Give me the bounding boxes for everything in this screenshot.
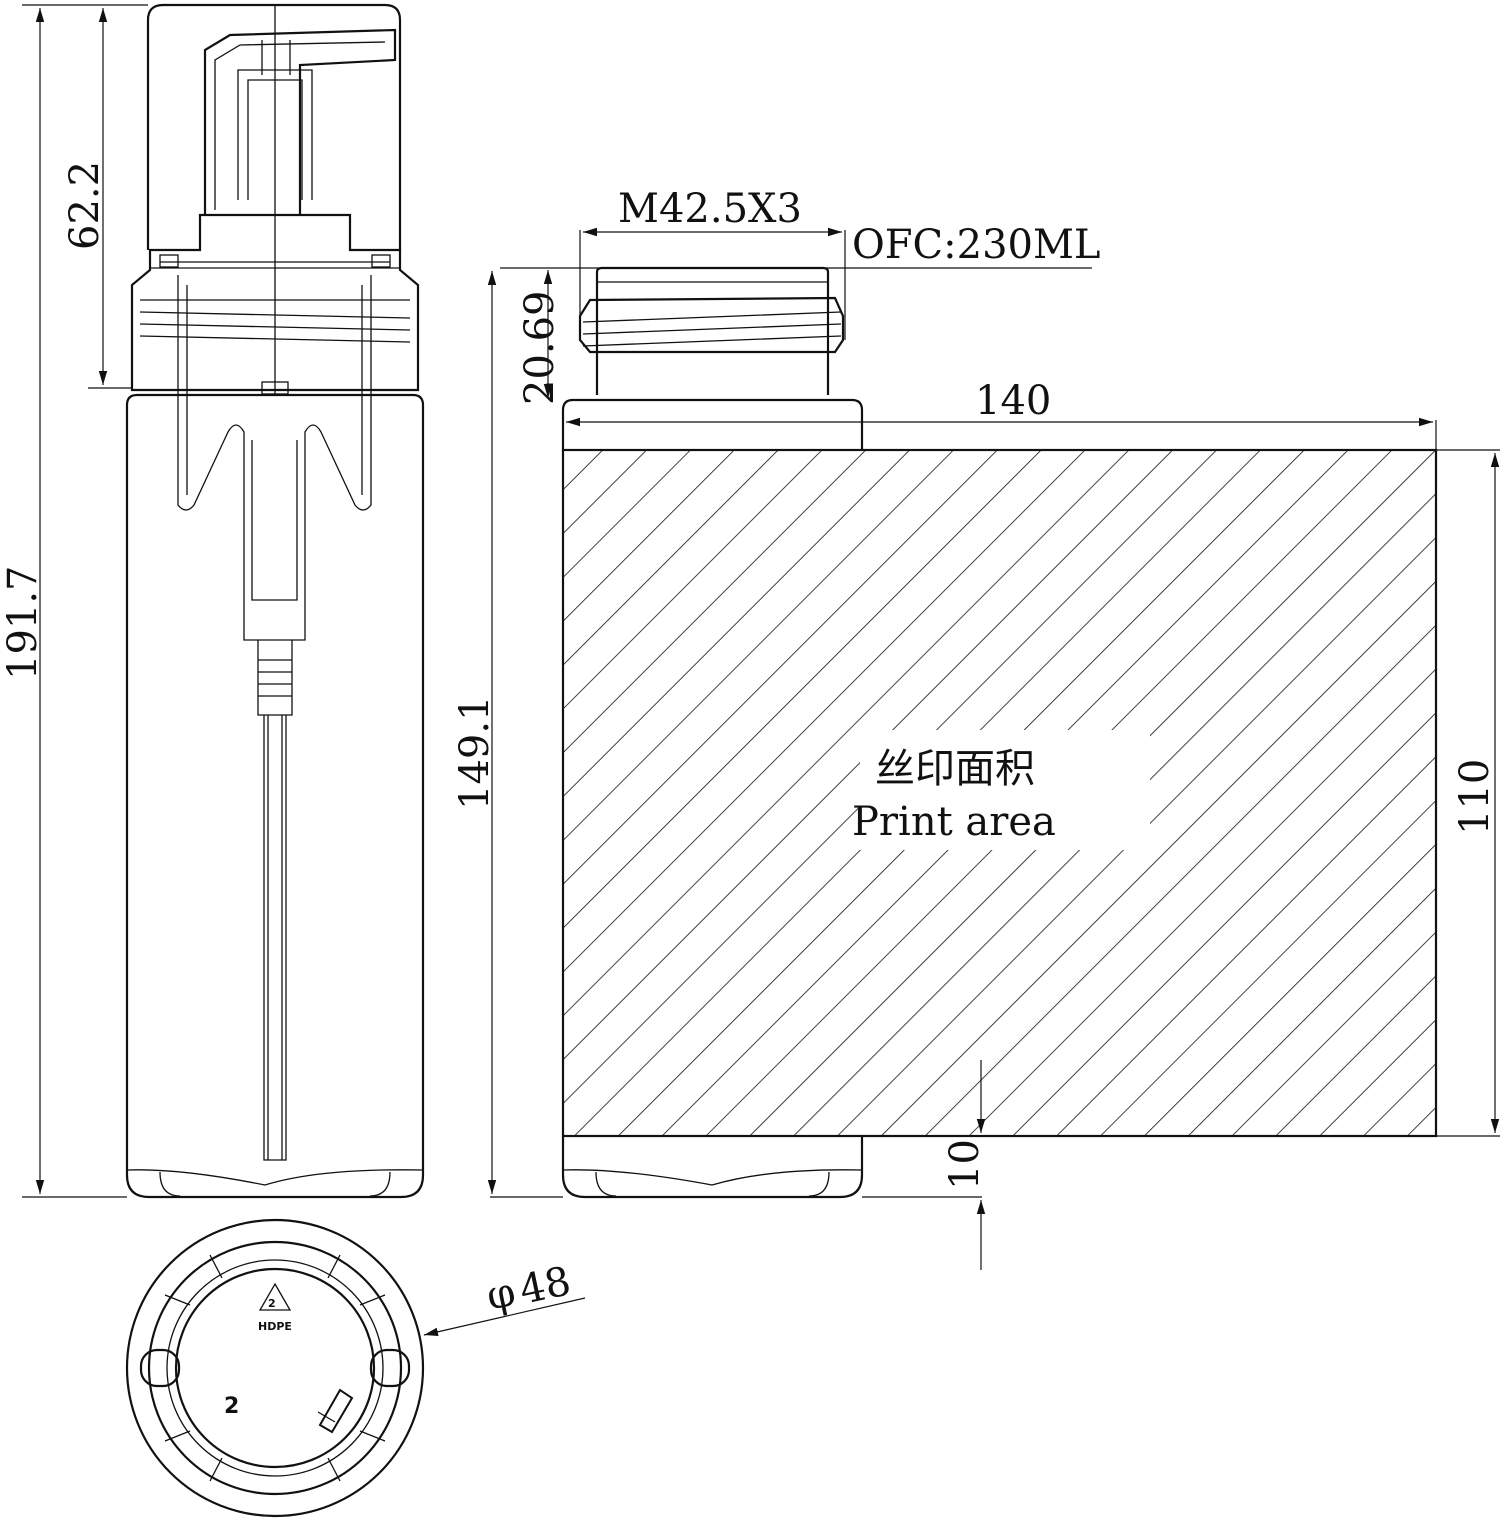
dimension-pump-height [88, 7, 132, 389]
print-area [561, 448, 1438, 1138]
print-area-cn-label: 丝印面积 [875, 746, 1035, 792]
pump-bottle-view [125, 3, 425, 1199]
base-view [125, 1218, 425, 1518]
overall-height-label: 191.7 [0, 565, 46, 680]
bottle-height-label: 149.1 [452, 695, 498, 810]
recycle-number: 2 [268, 1297, 276, 1310]
base-number: 2 [224, 1394, 239, 1419]
dimension-width [566, 417, 1437, 450]
dimension-diameter [423, 1297, 586, 1336]
diameter-label: 48 [516, 1258, 575, 1314]
diameter-symbol: φ [483, 1269, 520, 1320]
pump-height-label: 62.2 [62, 161, 108, 250]
capacity-label: OFC:230ML [852, 222, 1101, 268]
dimension-thread [579, 227, 846, 340]
dimension-bottom-offset [862, 1060, 986, 1270]
print-height-label: 110 [1452, 759, 1498, 835]
print-area-en-label: Print area [852, 799, 1056, 845]
bottom-offset-label: 10 [942, 1139, 988, 1190]
recycle-mark: HDPE [258, 1320, 292, 1333]
thread-label: M42.5X3 [618, 186, 802, 232]
dimension-bottle-height [487, 271, 563, 1198]
width-label: 140 [975, 378, 1051, 424]
dimension-overall-height [22, 4, 148, 1198]
bottle-print-view [561, 266, 1438, 1199]
dimension-print-height [1436, 449, 1500, 1137]
neck-height-label: 20.69 [517, 290, 563, 405]
